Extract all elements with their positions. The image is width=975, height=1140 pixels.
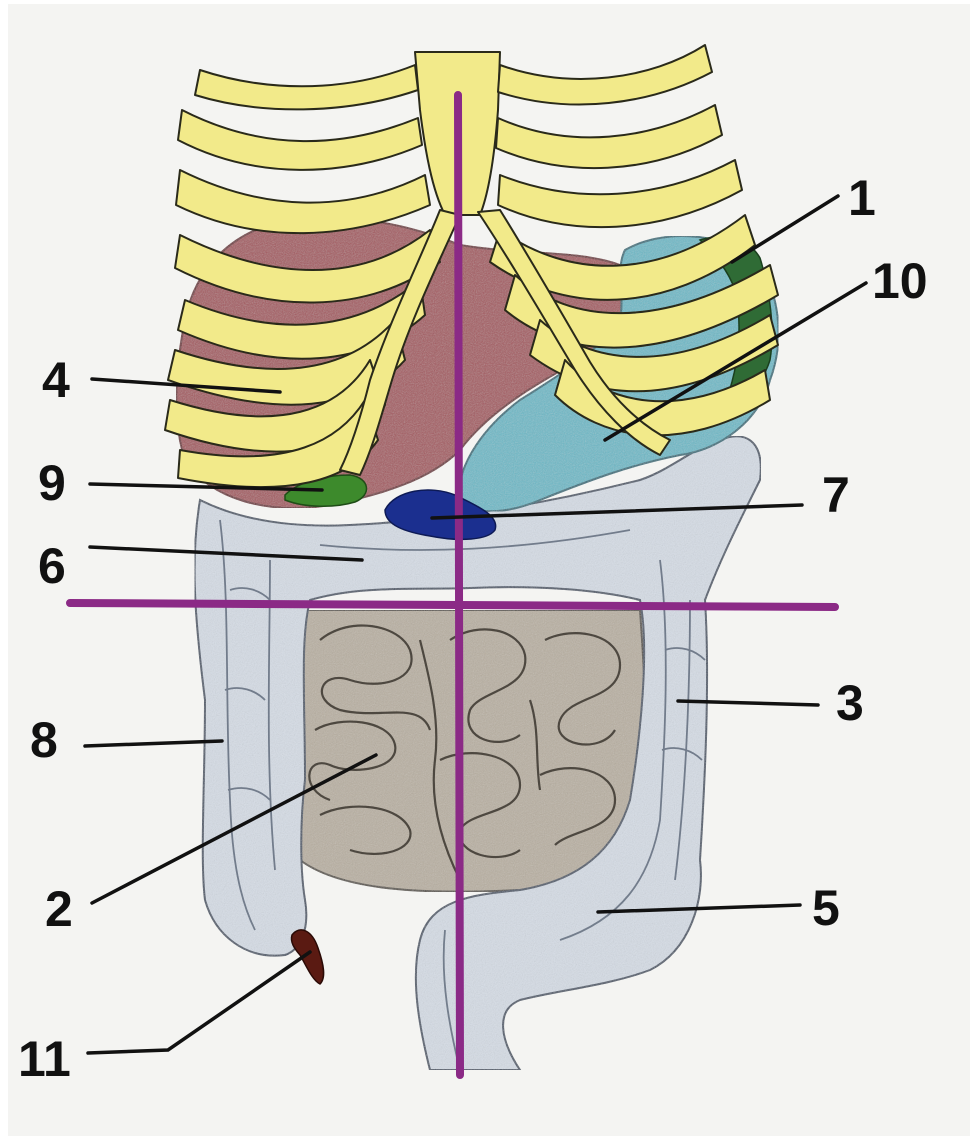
label-2: 2: [45, 881, 73, 937]
label-8: 8: [30, 712, 58, 768]
small-intestine: [294, 610, 646, 892]
label-6: 6: [38, 538, 66, 594]
transumbilical-plane-line: [70, 603, 835, 607]
label-3: 3: [836, 675, 864, 731]
median-plane-line: [458, 95, 460, 1075]
label-4: 4: [42, 352, 70, 408]
label-9: 9: [38, 455, 66, 511]
label-7: 7: [822, 467, 850, 523]
label-5: 5: [812, 880, 840, 936]
label-10: 10: [872, 253, 928, 309]
label-11: 11: [18, 1031, 71, 1087]
label-1: 1: [848, 170, 876, 226]
